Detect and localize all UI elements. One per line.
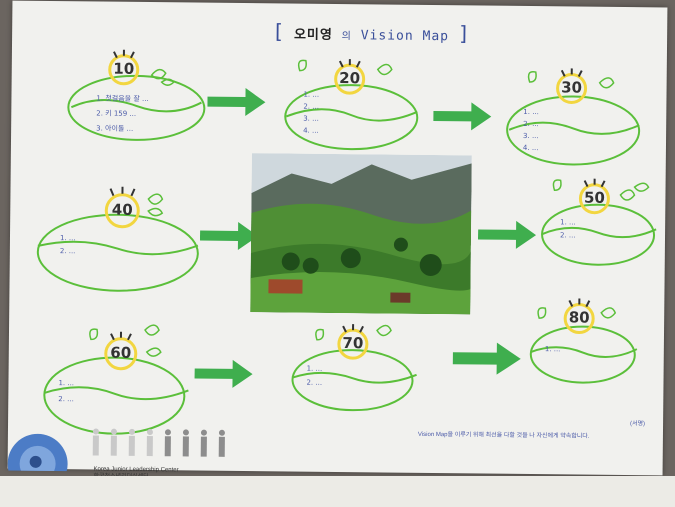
- goal-line: 2. ...: [303, 102, 320, 111]
- leaf-age-10: 10 1. 첫걸음을 잘 ... 2. 키 159 ... 3. 아이돌 ...: [61, 49, 206, 145]
- page-title: [ 오미영 의 Vision Map ]: [272, 19, 472, 46]
- arrow-right-icon: [452, 342, 521, 375]
- goal-lines: 1. ... 2. ...: [560, 216, 650, 243]
- title-particle: 의: [341, 31, 352, 43]
- goal-lines: 1. ... 2. ...: [306, 362, 410, 391]
- goal-line: 1. 첫걸음을 잘 ...: [96, 94, 149, 104]
- leaf-shape: [529, 298, 638, 384]
- goal-lines: 1. ... 2. ... 3. ... 4. ...: [523, 106, 633, 155]
- age-label: 20: [339, 69, 361, 88]
- leaf-age-60: 60 1. ... 2. ...: [40, 323, 191, 440]
- goal-line: 1. ...: [59, 234, 76, 243]
- title-owner: 오미영: [293, 27, 333, 43]
- leaf-shape: [36, 186, 199, 292]
- leaf-shape: [541, 178, 657, 266]
- goal-line: 4. ...: [303, 126, 319, 135]
- arrow-right-icon: [477, 220, 537, 249]
- goal-line: 1. ...: [303, 90, 320, 99]
- goal-lines: 1. ...: [545, 342, 629, 358]
- landscape-image: [250, 153, 472, 315]
- goal-line: 1. ...: [544, 345, 561, 354]
- leaf-shape: [284, 59, 419, 151]
- arrow-right-icon: [199, 221, 259, 250]
- vision-map-poster: [ 오미영 의 Vision Map ] 10 1. 첫걸음을 잘 ... 2.…: [7, 0, 668, 480]
- age-label: 70: [342, 334, 364, 353]
- goal-lines: 1. ... 2. ... 3. ... 4. ...: [303, 89, 408, 138]
- goal-line: 2. ...: [59, 247, 76, 256]
- age-label: 10: [113, 59, 135, 78]
- leaf-age-30: 30 1. ... 2. ... 3. ... 4. ...: [501, 68, 642, 169]
- goal-lines: 1. ... 2. ...: [60, 232, 190, 259]
- arrow-right-icon: [207, 88, 266, 117]
- arrow-right-icon: [194, 359, 253, 388]
- goal-line: 3. 아이돌 ...: [96, 124, 134, 133]
- goal-line: 2. 키 159 ...: [96, 109, 137, 118]
- leaf-age-20: 20 1. ... 2. ... 3. ... 4. ...: [281, 58, 422, 154]
- goal-lines: 1. ... 2. ...: [58, 375, 178, 408]
- age-label: 50: [583, 188, 605, 207]
- leaf-age-50: 50 1. ... 2. ...: [540, 176, 661, 272]
- goal-line: 2. ...: [306, 378, 323, 387]
- goal-lines: 1. 첫걸음을 잘 ... 2. 키 159 ... 3. 아이돌 ...: [96, 91, 196, 137]
- goal-line: 1. ...: [306, 364, 323, 373]
- arrow-right-icon: [433, 102, 492, 131]
- leaf-shape: [506, 68, 641, 166]
- leaf-shape: [291, 324, 417, 412]
- people-silhouettes: [92, 428, 225, 457]
- goal-line: 3. ...: [523, 131, 539, 141]
- leaf-shape: [67, 49, 206, 141]
- signature-label: (서명): [629, 421, 646, 428]
- goal-line: 1. ...: [560, 218, 576, 227]
- age-label: 30: [561, 78, 583, 97]
- leaf-age-40: 40 1. ... 2. ...: [29, 186, 200, 298]
- goal-line: 3. ...: [303, 114, 319, 123]
- goal-line: 4. ...: [522, 143, 539, 153]
- goal-line: 1. ...: [523, 107, 539, 117]
- age-label: 60: [110, 343, 132, 362]
- age-label: 80: [568, 308, 590, 327]
- goal-line: 2. ...: [523, 119, 539, 129]
- leaf-age-80: 80 1. ...: [528, 296, 639, 392]
- globe-logo-icon: [7, 433, 68, 472]
- goal-line: 1. ...: [58, 379, 75, 388]
- title-main: Vision Map: [360, 28, 450, 45]
- leaf-age-70: 70 1. ... 2. ...: [290, 322, 421, 418]
- pledge-caption: Vision Map을 이루기 위해 최선을 다할 것을 나 자신에게 약속합니…: [417, 431, 590, 440]
- background-paper-strip: [0, 476, 675, 507]
- goal-line: 2. ...: [58, 395, 74, 404]
- goal-line: 2. ...: [559, 231, 576, 240]
- age-label: 40: [111, 200, 133, 219]
- landscape-photo: [250, 153, 472, 315]
